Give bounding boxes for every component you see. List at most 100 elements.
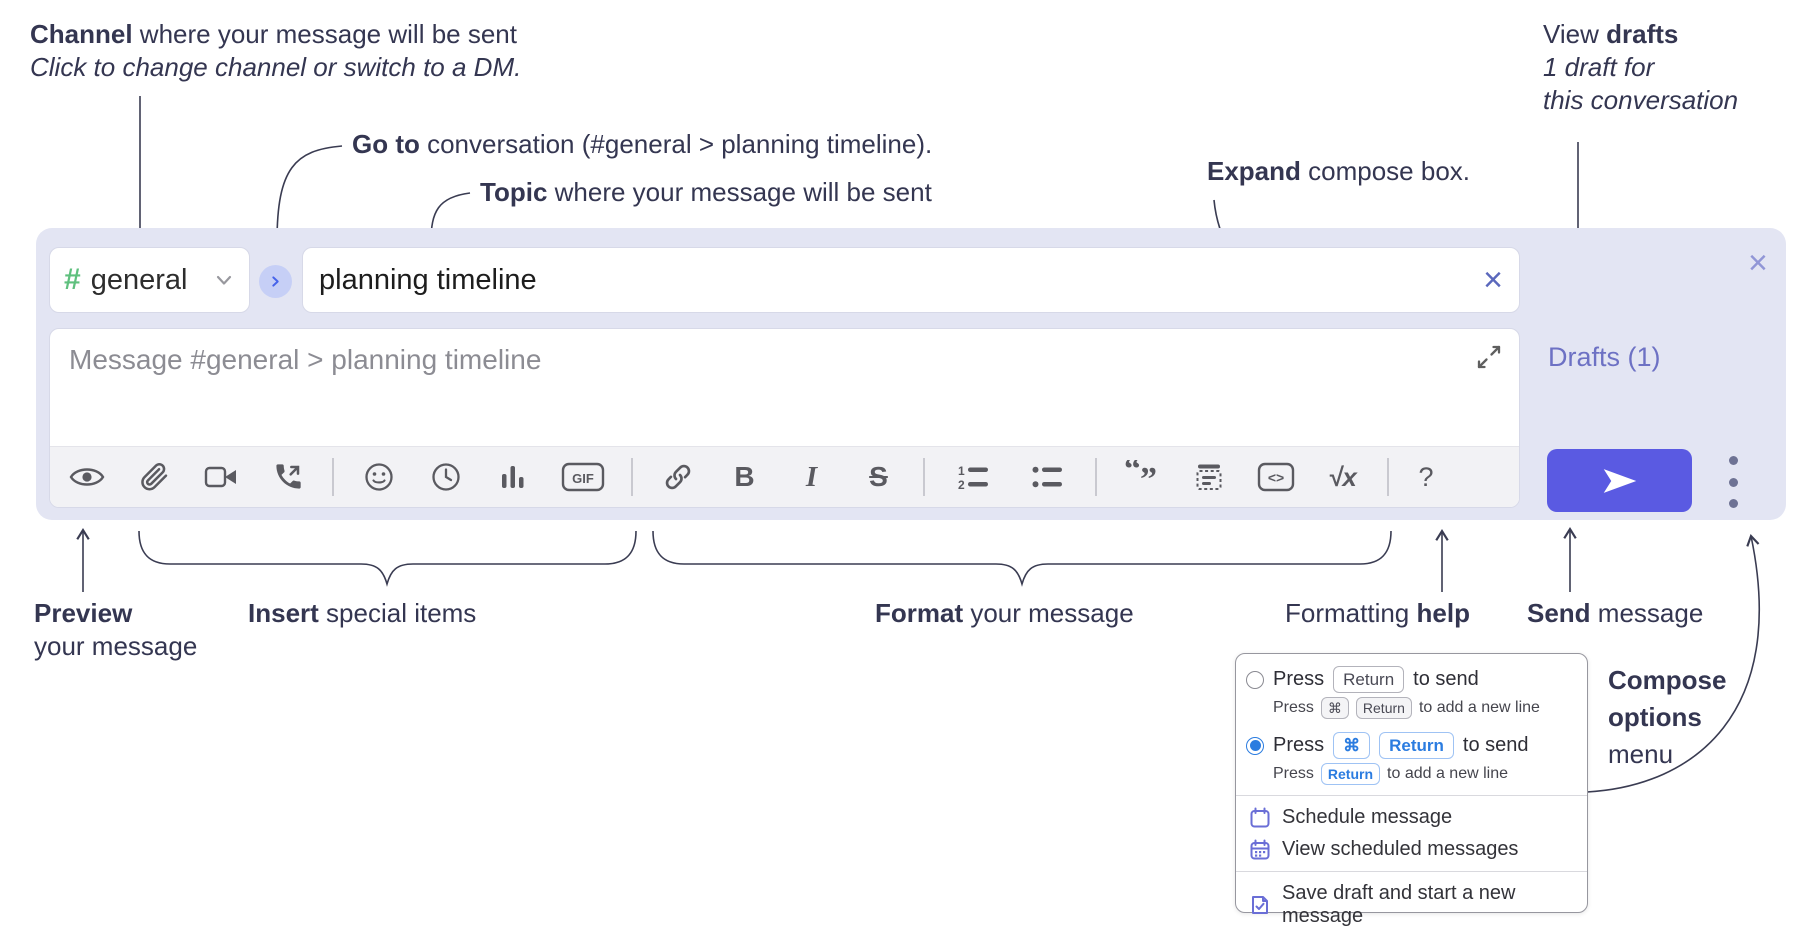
clear-topic-icon[interactable]: × xyxy=(1483,261,1503,299)
topic-input[interactable] xyxy=(319,263,1484,297)
emoji-button[interactable] xyxy=(345,447,412,508)
code-icon: <> xyxy=(1257,462,1294,492)
expand-compose-icon[interactable] xyxy=(1475,343,1503,371)
eye-icon xyxy=(69,468,104,486)
message-input[interactable]: Message #general > planning timeline xyxy=(49,328,1520,508)
formatting-help-button[interactable]: ? xyxy=(1400,447,1452,508)
gif-button[interactable]: GIF xyxy=(546,447,620,508)
clock-icon xyxy=(431,463,460,491)
code-button[interactable]: <> xyxy=(1242,447,1309,508)
svg-text:<>: <> xyxy=(1267,470,1283,486)
channel-name: general xyxy=(90,263,188,296)
menu-item-schedule-message[interactable]: Schedule message xyxy=(1236,806,1587,829)
insert-annotation-rest: special items xyxy=(318,598,477,628)
compose-options-button[interactable] xyxy=(1723,456,1743,508)
help-annotation-bold: help xyxy=(1416,598,1470,628)
drafts-annotation-bold: drafts xyxy=(1606,19,1679,49)
toolbar-divider xyxy=(332,458,334,496)
poll-button[interactable] xyxy=(479,447,546,508)
numbered-list-icon: 1 2 xyxy=(958,464,988,492)
hash-icon: # xyxy=(64,263,81,296)
close-compose-icon[interactable]: × xyxy=(1748,244,1768,282)
italic-icon: I xyxy=(805,460,818,493)
menu-divider xyxy=(1236,871,1587,872)
menu-item-label: View scheduled messages xyxy=(1282,838,1519,860)
strikethrough-button[interactable]: S xyxy=(845,447,912,508)
expand-annotation: Expand compose box. xyxy=(1207,155,1470,188)
menu-item-label: Schedule message xyxy=(1282,806,1453,828)
message-placeholder: Message #general > planning timeline xyxy=(69,344,542,375)
strikethrough-icon: S xyxy=(869,461,888,492)
channel-annotation-line2: Click to change channel or switch to a D… xyxy=(30,52,522,82)
preview-button[interactable] xyxy=(53,447,120,508)
radio-unselected-icon[interactable] xyxy=(1246,670,1264,689)
channel-annotation-rest: where your message will be sent xyxy=(132,19,517,49)
format-brace xyxy=(652,530,1392,587)
quote-button[interactable]: “ ” xyxy=(1108,447,1175,508)
cmd-key: ⌘ xyxy=(1333,732,1371,759)
time-button[interactable] xyxy=(412,447,479,508)
math-icon: √x xyxy=(1328,461,1357,492)
smiley-icon xyxy=(364,463,393,491)
goto-annotation-bold: Go to xyxy=(352,129,420,159)
drafts-link[interactable]: Drafts (1) xyxy=(1548,342,1661,372)
chevron-down-icon xyxy=(216,275,232,285)
video-camera-icon xyxy=(204,466,236,488)
channel-selector[interactable]: # general xyxy=(49,247,250,313)
drafts-annotation-line2: 1 draft for xyxy=(1543,52,1655,82)
send-annotation-rest: message xyxy=(1590,598,1704,628)
compose-options-annotation: Compose options menu xyxy=(1608,662,1726,773)
drafts-annotation-pre: View xyxy=(1543,19,1607,49)
compose-options-menu: Press Return to send Press ⌘ Return to a… xyxy=(1235,653,1588,927)
menu-item-label: Save draft and start a new message xyxy=(1282,882,1516,927)
menu-item-save-draft[interactable]: Save draft and start a new message xyxy=(1236,882,1587,928)
bulleted-list-icon xyxy=(1032,466,1062,488)
voice-call-button[interactable] xyxy=(254,447,321,508)
numbered-list-button[interactable]: 1 2 xyxy=(936,447,1010,508)
italic-button[interactable]: I xyxy=(778,447,845,508)
svg-text:“: “ xyxy=(1124,460,1141,488)
svg-text:GIF: GIF xyxy=(572,471,594,486)
insert-annotation-bold: Insert xyxy=(248,598,319,628)
menu-option-return-to-send[interactable]: Press Return to send xyxy=(1236,666,1587,693)
format-annotation-rest: your message xyxy=(963,598,1134,628)
menu-option-cmd-return-to-send[interactable]: Press ⌘ Return to send xyxy=(1236,732,1587,759)
vertical-ellipsis-icon xyxy=(1728,456,1738,465)
option1-post: to send xyxy=(1413,668,1479,690)
expand-annotation-rest: compose box. xyxy=(1300,156,1471,186)
insert-brace xyxy=(138,530,637,587)
video-call-button[interactable] xyxy=(187,447,254,508)
question-mark-icon: ? xyxy=(1418,461,1434,492)
compose-options-line3: menu xyxy=(1608,739,1674,769)
return-key: Return xyxy=(1355,697,1412,719)
insert-annotation: Insert special items xyxy=(248,597,476,630)
calendar-dates-icon xyxy=(1250,839,1270,859)
spoiler-button[interactable] xyxy=(1175,447,1242,508)
send-button[interactable] xyxy=(1547,449,1692,512)
send-annotation: Send message xyxy=(1527,597,1703,630)
help-annotation-pre: Formatting xyxy=(1285,598,1417,628)
channel-annotation: Channel where your message will be sent … xyxy=(30,18,521,84)
format-annotation: Format your message xyxy=(875,597,1134,630)
compose-toolbar: GIF B I S xyxy=(50,446,1519,507)
save-draft-icon xyxy=(1252,896,1268,914)
bold-button[interactable]: B xyxy=(711,447,778,508)
math-button[interactable]: √x xyxy=(1309,447,1376,508)
go-to-conversation-button[interactable] xyxy=(259,265,292,298)
preview-annotation-bold: Preview xyxy=(34,598,133,628)
return-key: Return xyxy=(1333,666,1405,693)
attach-file-button[interactable] xyxy=(120,447,187,508)
gif-icon: GIF xyxy=(561,462,605,492)
menu-item-view-scheduled[interactable]: View scheduled messages xyxy=(1236,838,1587,861)
toolbar-divider xyxy=(1387,458,1389,496)
svg-text:”: ” xyxy=(1140,461,1157,494)
link-button[interactable] xyxy=(644,447,711,508)
option2-pre: Press xyxy=(1273,734,1325,756)
radio-selected-icon[interactable] xyxy=(1246,736,1264,755)
drafts-annotation-line3: this conversation xyxy=(1543,85,1739,115)
preview-annotation-line2: your message xyxy=(34,631,198,661)
bulleted-list-button[interactable] xyxy=(1010,447,1084,508)
paperclip-icon xyxy=(140,463,167,491)
return-key: Return xyxy=(1379,732,1454,759)
